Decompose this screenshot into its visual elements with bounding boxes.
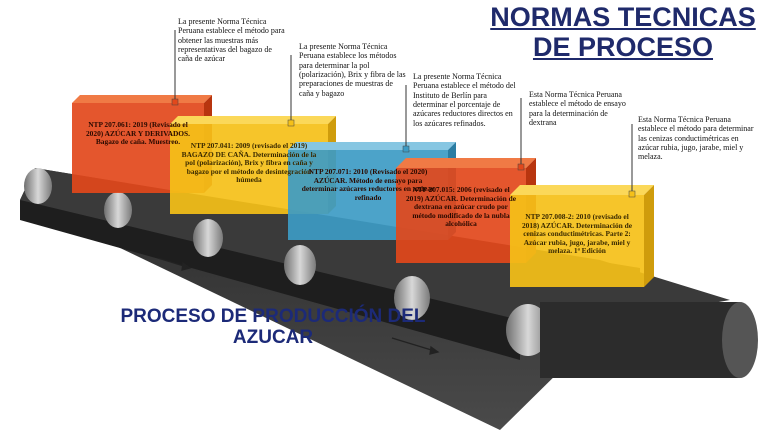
roller [104,192,132,228]
callout-dot [518,164,524,170]
main-title: NORMAS TECNICAS DE PROCESO [478,2,768,62]
roller [284,245,316,285]
standard-code-label: NTP 207.015: 2006 (revisado el 2019) AZÚ… [404,186,518,229]
callout-dot [629,191,635,197]
standard-note: Esta Norma Técnica Peruana establece el … [638,115,756,162]
box-side [644,185,654,287]
standard-note: La presente Norma Técnica Peruana establ… [299,42,409,98]
callout-dot [172,99,178,105]
standard-note: La presente Norma Técnica Peruana establ… [413,72,521,128]
roller [193,219,223,257]
callout-dot [403,146,409,152]
box-top [72,95,212,103]
standard-code-label: NTP 207.008-2: 2010 (revisado el 2018) A… [518,213,636,256]
roller [24,168,52,204]
standard-note: La presente Norma Técnica Peruana establ… [178,17,286,64]
subtitle: PROCESO DE PRODUCCIÓN DEL AZUCAR [108,306,438,349]
callout-dot [288,120,294,126]
end-roller [540,302,758,378]
standard-note: Esta Norma Técnica Peruana establece el … [529,90,629,127]
